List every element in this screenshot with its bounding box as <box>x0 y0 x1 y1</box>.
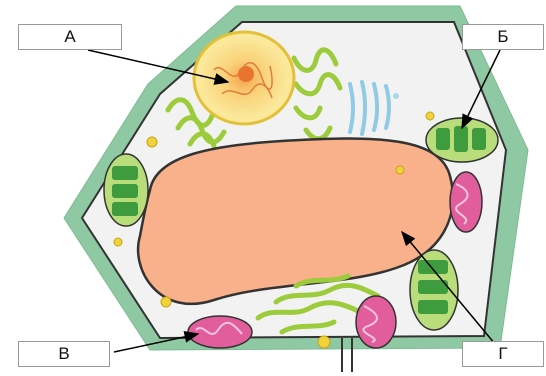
mitochondrion-bottom-left <box>188 316 252 348</box>
label-a-text: А <box>64 27 75 47</box>
label-v-text: В <box>58 344 69 364</box>
mitochondrion-right <box>450 172 482 232</box>
chloroplast-right-top <box>426 118 498 162</box>
label-g-text: Г <box>498 344 507 364</box>
chloroplast-left <box>104 154 148 226</box>
label-box-g[interactable]: Г <box>462 341 544 367</box>
label-box-b[interactable]: Б <box>462 24 544 50</box>
label-box-v[interactable]: В <box>18 341 110 367</box>
label-box-a[interactable]: А <box>18 24 122 50</box>
mitochondrion-bottom-right <box>356 296 396 348</box>
label-b-text: Б <box>497 27 508 47</box>
